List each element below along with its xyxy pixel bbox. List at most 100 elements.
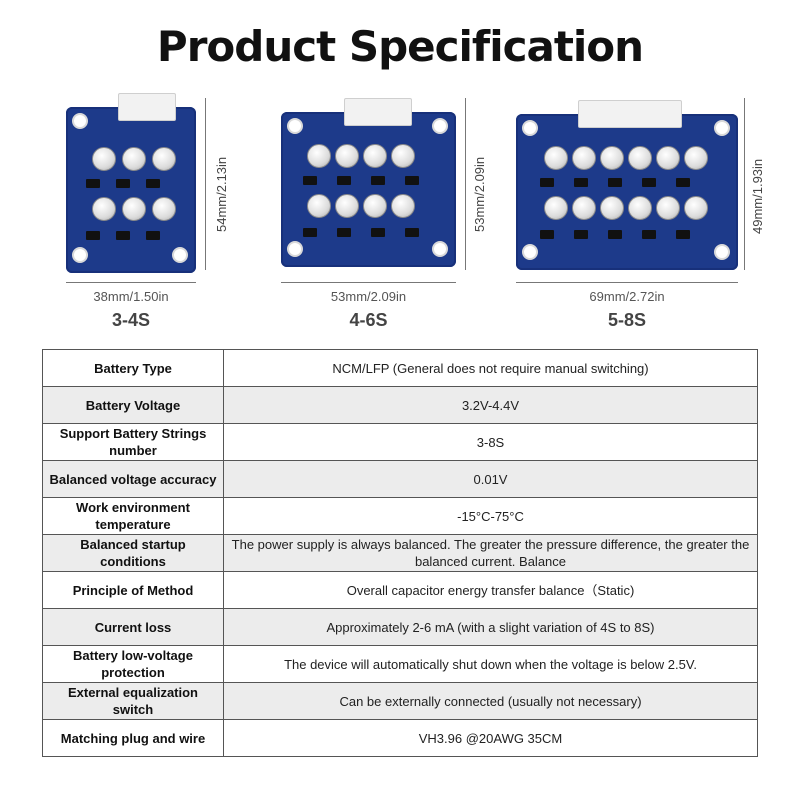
width-label: 69mm/2.72in	[589, 289, 665, 304]
chip	[146, 179, 160, 188]
chip	[116, 179, 130, 188]
capacitor	[544, 146, 568, 170]
mount-hole	[72, 247, 88, 263]
spec-value: Can be externally connected (usually not…	[223, 682, 758, 720]
spec-value: NCM/LFP (General does not require manual…	[223, 349, 758, 387]
capacitor	[122, 197, 146, 221]
mount-hole	[72, 113, 88, 129]
connector	[578, 100, 682, 128]
mount-hole	[714, 120, 730, 136]
dimension-line-horizontal	[281, 282, 456, 283]
spec-value: -15°C-75°C	[223, 497, 758, 535]
height-label: 53mm/2.09in	[472, 156, 487, 232]
mount-hole	[432, 241, 448, 257]
spec-key: Battery Type	[42, 349, 224, 387]
mount-hole	[287, 241, 303, 257]
mount-hole	[522, 120, 538, 136]
spec-value: 3-8S	[223, 423, 758, 461]
spec-key: Matching plug and wire	[42, 719, 224, 757]
spec-value: Approximately 2-6 mA (with a slight vari…	[223, 608, 758, 646]
mount-hole	[714, 244, 730, 260]
capacitor	[656, 196, 680, 220]
spec-key: Work environment temperature	[42, 497, 224, 535]
spec-row: Work environment temperature-15°C-75°C	[42, 497, 758, 535]
chip	[676, 230, 690, 239]
capacitor	[122, 147, 146, 171]
capacitor	[572, 146, 596, 170]
capacitor	[628, 146, 652, 170]
capacitor	[363, 194, 387, 218]
spec-key: Battery low-voltage protection	[42, 645, 224, 683]
spec-key: Battery Voltage	[42, 386, 224, 424]
chip	[405, 228, 419, 237]
capacitor	[307, 144, 331, 168]
spec-value: The power supply is always balanced. The…	[223, 534, 758, 572]
capacitor	[335, 144, 359, 168]
model-label: 5-8S	[607, 310, 647, 330]
capacitor	[600, 146, 624, 170]
capacitor	[544, 196, 568, 220]
connector	[344, 98, 412, 126]
capacitor	[363, 144, 387, 168]
capacitor	[152, 147, 176, 171]
model-label: 3-4S	[111, 310, 151, 330]
chip	[608, 178, 622, 187]
dimension-line-horizontal	[66, 282, 196, 283]
capacitor	[656, 146, 680, 170]
chip	[337, 228, 351, 237]
spec-key: Balanced voltage accuracy	[42, 460, 224, 498]
mount-hole	[432, 118, 448, 134]
dimension-line-horizontal	[516, 282, 738, 283]
chip	[337, 176, 351, 185]
capacitor	[628, 196, 652, 220]
pcb-board	[281, 98, 456, 267]
capacitor	[92, 147, 116, 171]
mount-hole	[172, 247, 188, 263]
chip	[86, 231, 100, 240]
capacitor	[335, 194, 359, 218]
width-label: 38mm/1.50in	[93, 289, 169, 304]
dimension-line-vertical	[465, 98, 466, 270]
chip	[86, 179, 100, 188]
chip	[371, 228, 385, 237]
spec-key: Balanced startup conditions	[42, 534, 224, 572]
capacitor	[92, 197, 116, 221]
chip	[116, 231, 130, 240]
spec-value: The device will automatically shut down …	[223, 645, 758, 683]
height-label: 54mm/2.13in	[214, 156, 229, 232]
chip	[540, 230, 554, 239]
chip	[146, 231, 160, 240]
mount-hole	[287, 118, 303, 134]
spec-value: 0.01V	[223, 460, 758, 498]
dimension-line-vertical	[744, 98, 745, 270]
capacitor	[684, 146, 708, 170]
chip	[405, 176, 419, 185]
spec-key: Principle of Method	[42, 571, 224, 609]
spec-value: VH3.96 @20AWG 35CM	[223, 719, 758, 757]
spec-key: External equalization switch	[42, 682, 224, 720]
connector	[118, 93, 176, 121]
pcb-board	[516, 100, 738, 270]
spec-value: 3.2V-4.4V	[223, 386, 758, 424]
capacitor	[391, 194, 415, 218]
spec-key: Support Battery Strings number	[42, 423, 224, 461]
capacitor	[572, 196, 596, 220]
capacitor	[391, 144, 415, 168]
chip	[642, 178, 656, 187]
page-title: Product Specification	[156, 22, 644, 71]
chip	[371, 176, 385, 185]
spec-value: Overall capacitor energy transfer balanc…	[223, 571, 758, 609]
chip	[540, 178, 554, 187]
capacitor	[152, 197, 176, 221]
chip	[676, 178, 690, 187]
